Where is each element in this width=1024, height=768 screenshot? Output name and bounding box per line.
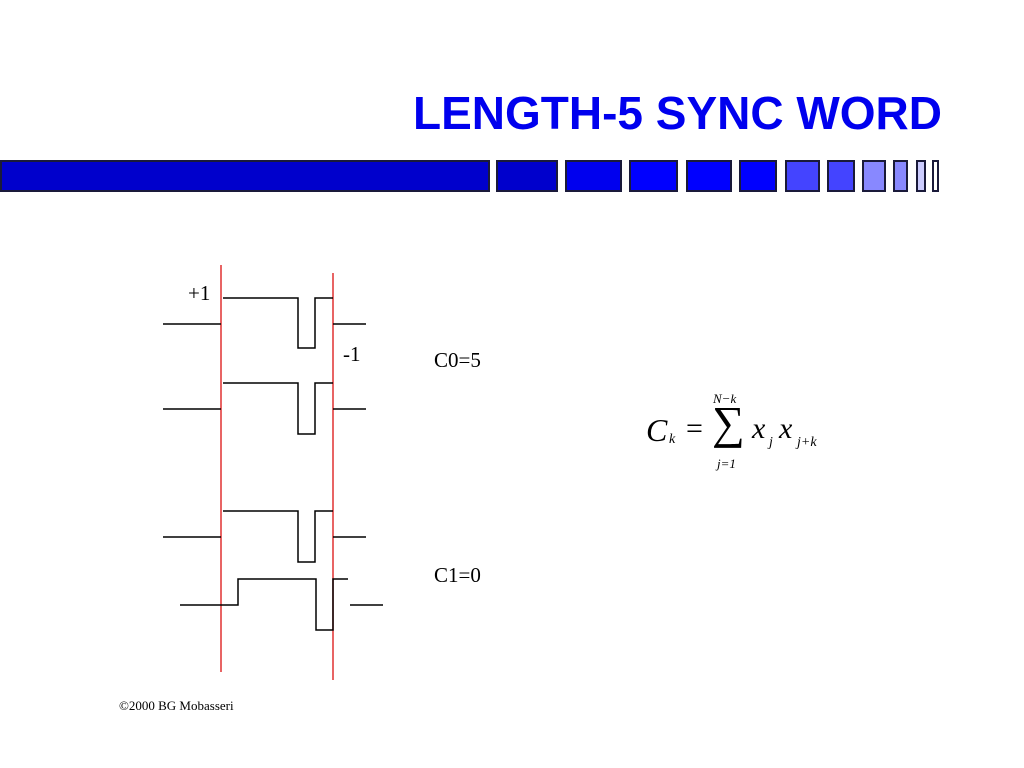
bar-segment bbox=[565, 160, 622, 192]
bar-segment bbox=[827, 160, 855, 192]
decorative-bar bbox=[0, 160, 1024, 196]
label-minus-one: -1 bbox=[343, 342, 361, 366]
formula-x2: x bbox=[779, 412, 793, 445]
bar-segment bbox=[739, 160, 777, 192]
bar-segment bbox=[785, 160, 820, 192]
formula-C: C bbox=[646, 412, 668, 448]
label-plus-one: +1 bbox=[188, 281, 211, 305]
bar-segment bbox=[862, 160, 886, 192]
waveform-1 bbox=[163, 297, 366, 349]
slide-title: LENGTH-5 SYNC WORD bbox=[413, 87, 942, 139]
bar-segment bbox=[496, 160, 558, 192]
formula-k-subscript: k bbox=[669, 432, 676, 447]
formula-jk-subscript: j+k bbox=[797, 435, 817, 450]
bar-segment bbox=[893, 160, 908, 192]
formula-lower-limit: j=1 bbox=[717, 456, 736, 471]
bar-segment bbox=[916, 160, 926, 192]
bar-segment bbox=[932, 160, 939, 192]
bar-segment bbox=[686, 160, 732, 192]
bar-segment bbox=[629, 160, 678, 192]
formula-sum-icon: ∑ bbox=[712, 397, 745, 448]
formula-upper-limit: N−k bbox=[713, 391, 737, 406]
c1-label: C1=0 bbox=[434, 563, 481, 587]
c0-label: C0=5 bbox=[434, 348, 481, 372]
bar-segment bbox=[0, 160, 490, 192]
formula-x1: x bbox=[752, 412, 766, 445]
waveform-4-shifted bbox=[180, 578, 383, 631]
waveform-2 bbox=[163, 382, 366, 435]
formula-equals: = bbox=[686, 412, 703, 445]
formula-j-subscript: j bbox=[769, 435, 773, 450]
footer-copyright: ©2000 BG Mobasseri bbox=[119, 698, 234, 713]
waveform-3 bbox=[163, 510, 366, 563]
